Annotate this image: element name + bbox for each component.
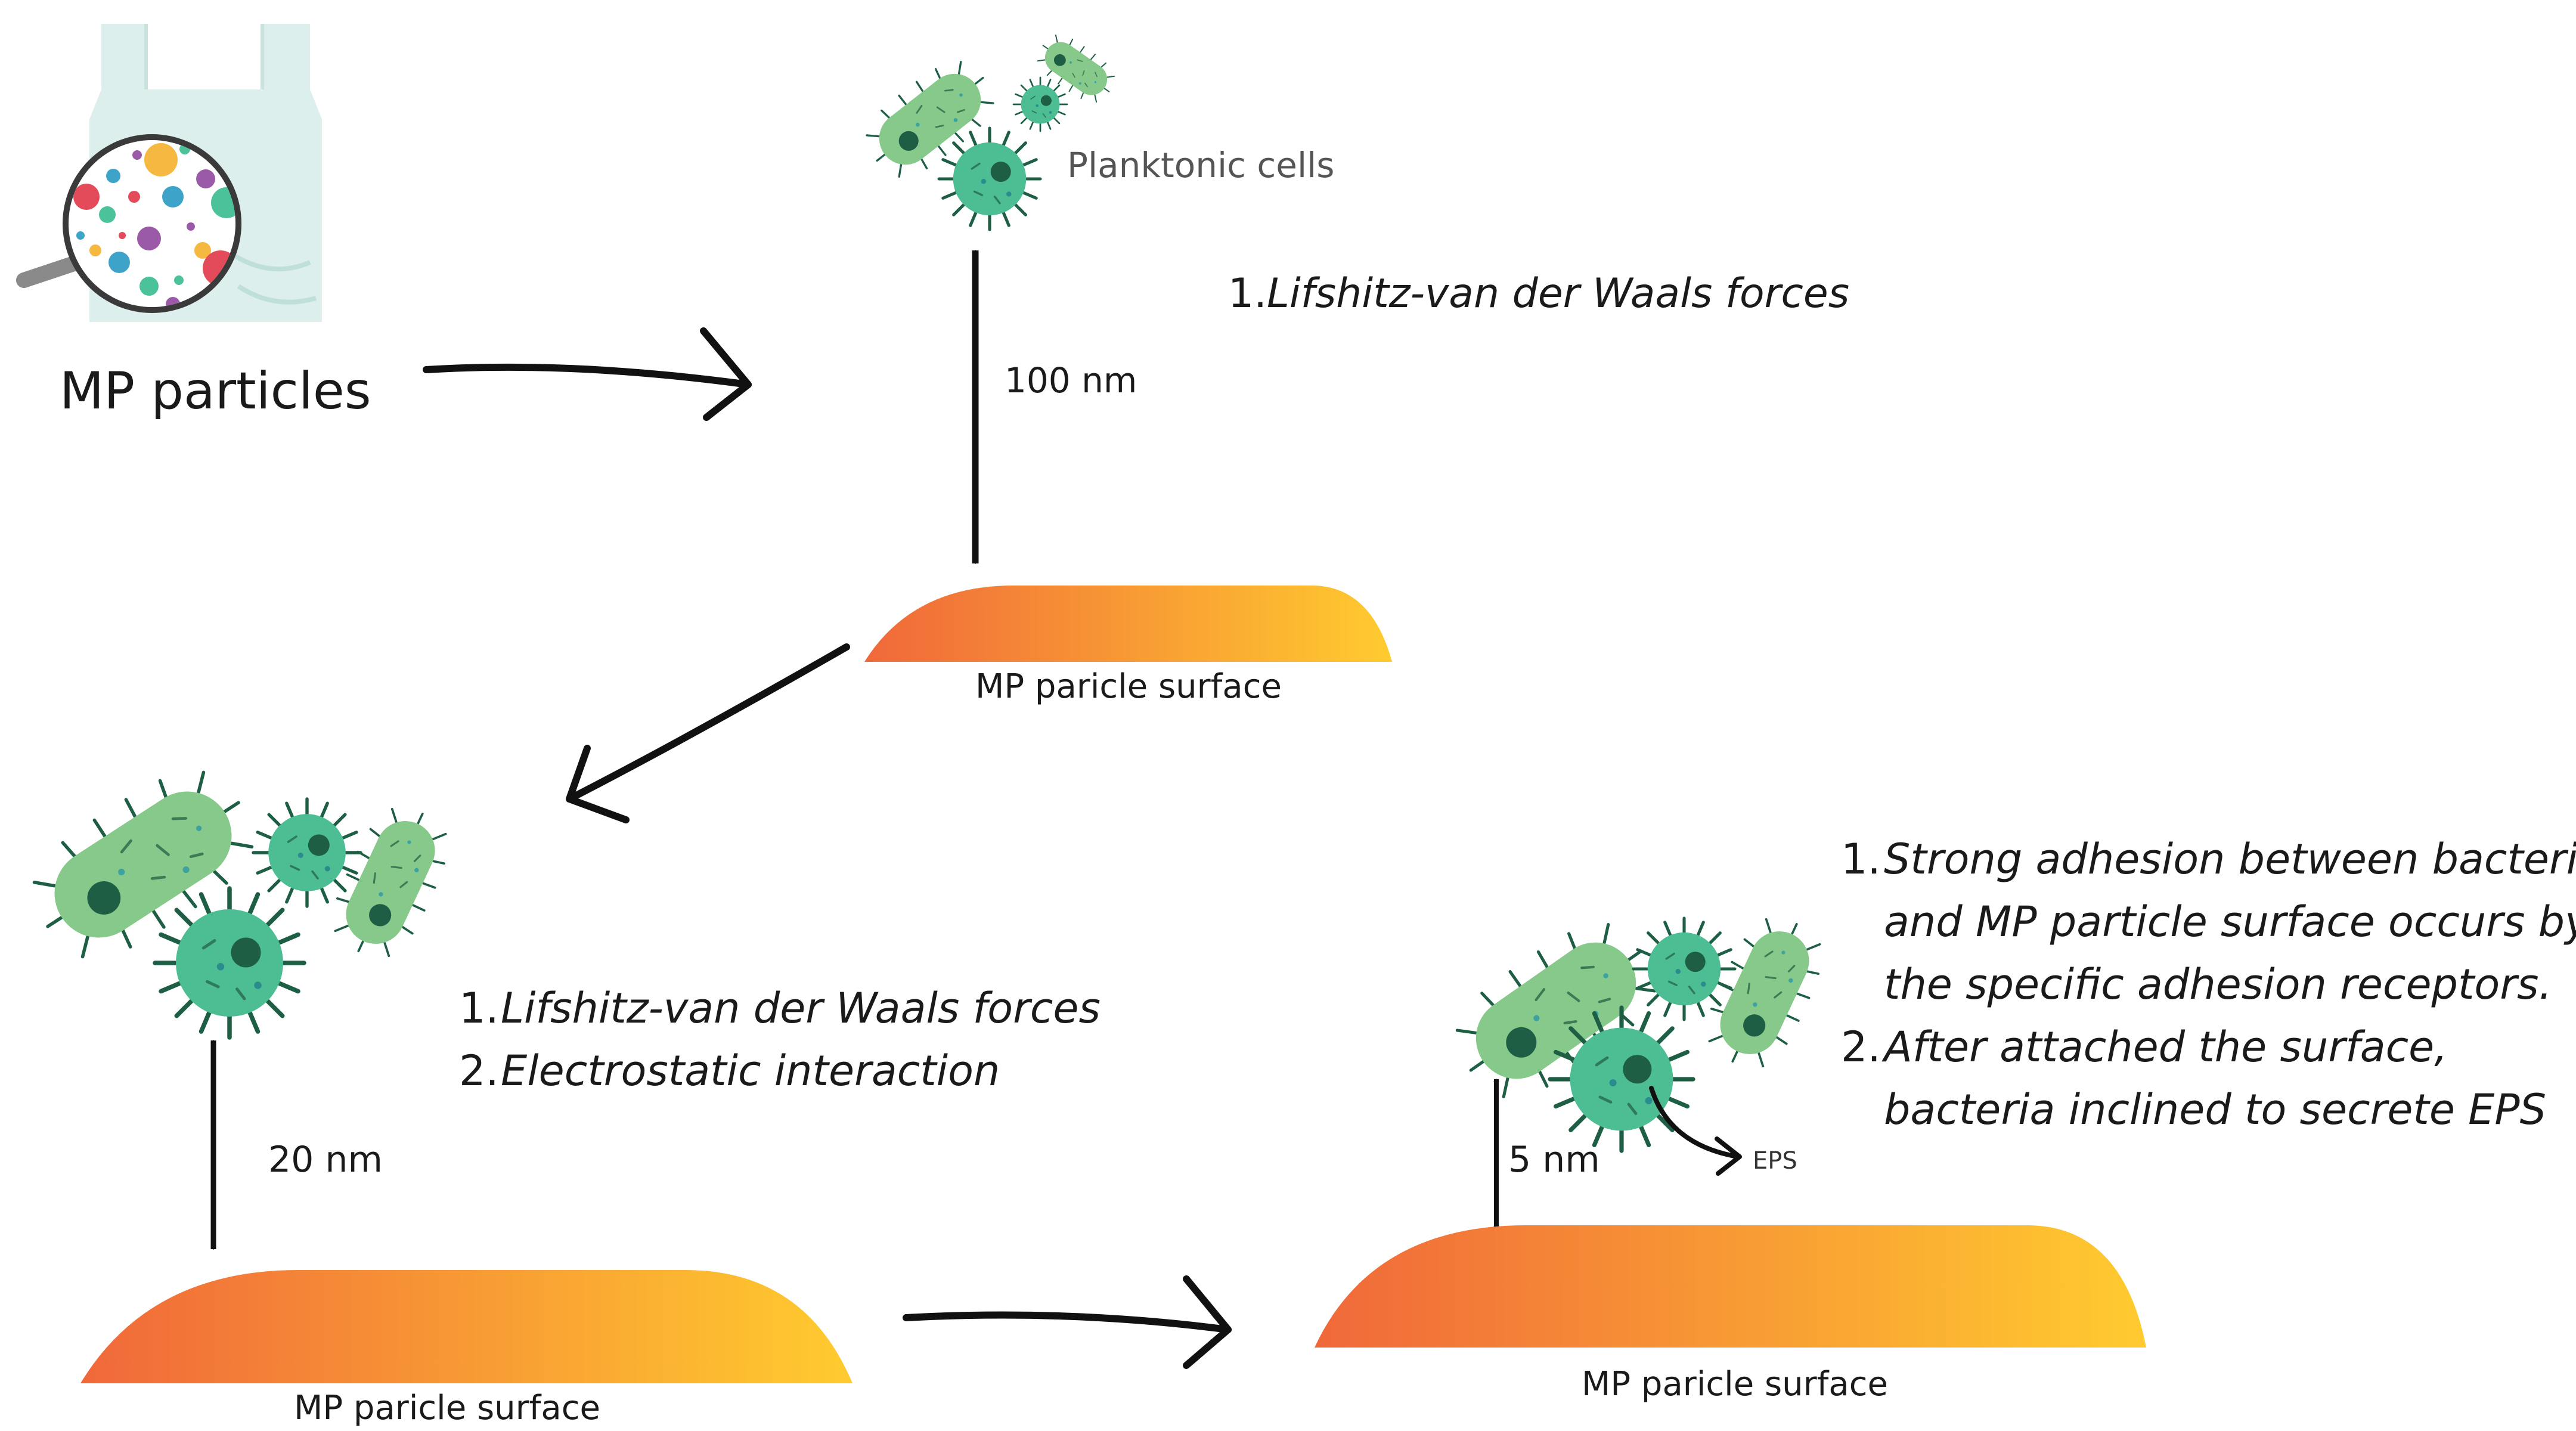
stage3-mechanism-1-line-1: Strong adhesion between bacteria xyxy=(1884,835,2576,884)
stage3-mechanism-list: 1. Strong adhesion between bacteria and … xyxy=(1841,835,2576,1134)
magnifier-icon xyxy=(16,134,241,313)
stage2-mechanism-1-text: Lifshitz-van der Waals forces xyxy=(501,984,1101,1033)
surface-label-3: MP paricle surface xyxy=(1582,1365,1888,1404)
mp-surface-3 xyxy=(1315,1225,2146,1348)
stage3-mechanism-1-number: 1. xyxy=(1841,835,1881,884)
stage1-mechanism-list: 1. Lifshitz-van der Waals forces xyxy=(1228,270,1849,317)
stage2-mechanism-list: 1. Lifshitz-van der Waals forces 2. Elec… xyxy=(459,984,1101,1095)
distance-label-5nm: 5 nm xyxy=(1508,1139,1600,1181)
flow-arrow-1 xyxy=(423,327,752,421)
flow-arrow-3 xyxy=(903,1275,1232,1369)
stage2-bacteria-cluster xyxy=(13,749,463,1037)
eps-arrow xyxy=(1649,1086,1742,1176)
planktonic-cells-label: Planktonic cells xyxy=(1067,145,1334,185)
stage3-mechanism-2-number: 2. xyxy=(1841,1023,1881,1071)
stage1-mechanism-1-number: 1. xyxy=(1228,270,1267,317)
stage3-mechanism-2-line-1: After attached the surface, xyxy=(1881,1023,2447,1071)
stage3-mechanism-2-line-2: bacteria inclined to secrete EPS xyxy=(1884,1085,2546,1134)
stage3-mechanism-1-line-3: the specific adhesion receptors. xyxy=(1884,960,2552,1009)
mp-surface-2 xyxy=(80,1270,853,1383)
surface-label-2: MP paricle surface xyxy=(294,1389,600,1427)
eps-label: EPS xyxy=(1753,1147,1797,1175)
stage2-mechanism-2-text: Electrostatic interaction xyxy=(501,1046,1000,1095)
stage3-mechanism-1-line-2: and MP particle surface occurs by xyxy=(1884,897,2576,946)
distance-label-100nm: 100 nm xyxy=(1005,360,1137,401)
distance-label-20nm: 20 nm xyxy=(268,1139,383,1181)
surface-label-1: MP paricle surface xyxy=(975,667,1282,706)
stage2-mechanism-1-number: 1. xyxy=(459,984,499,1033)
flow-arrow-2 xyxy=(566,643,850,823)
mp-surface-1 xyxy=(864,586,1392,662)
stage1-mechanism-1-text: Lifshitz-van der Waals forces xyxy=(1267,270,1849,317)
mp-particles-label: MP particles xyxy=(60,361,371,421)
stage2-mechanism-2-number: 2. xyxy=(459,1046,499,1095)
planktonic-cells-cluster xyxy=(853,26,1123,230)
